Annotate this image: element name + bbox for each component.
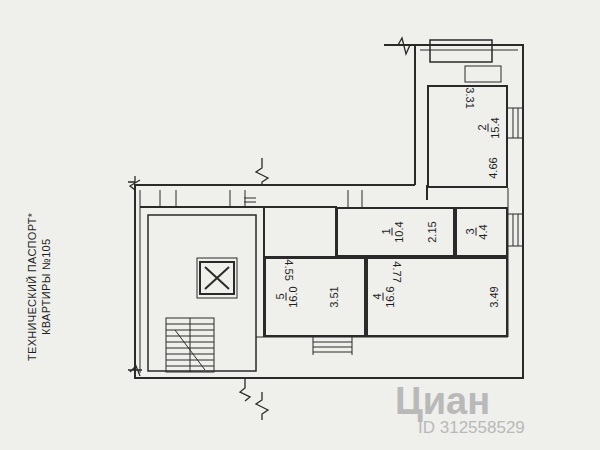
room-number: 2 [475, 124, 488, 132]
room-dimension: 3.51 [328, 286, 340, 307]
room-area: 4.4 [477, 224, 489, 239]
room-box: 215.4 3.31 4.66 [427, 85, 508, 188]
watermark: Циан [395, 380, 490, 423]
room-dimension: 4.55 [283, 259, 295, 280]
room-dimension: 3.49 [488, 286, 500, 307]
room-number: 5 [273, 293, 286, 301]
room-dimension: 2.15 [426, 221, 438, 242]
room-box: 516.0 4.55 3.51 [264, 257, 366, 337]
room-dimension: 4.66 [487, 157, 499, 178]
room-box: 34.4 [455, 207, 508, 257]
room-dimension: 3.31 [464, 87, 476, 108]
room-box: 416.6 4.77 3.49 [366, 257, 508, 337]
room-box: 110.4 2.15 [336, 207, 455, 257]
room-area: 15.4 [489, 117, 501, 138]
room-number: 4 [370, 293, 383, 301]
room-number: 3 [463, 228, 476, 236]
room-area: 10.4 [393, 221, 405, 242]
room-area: 16.6 [384, 286, 396, 307]
room-number: 1 [379, 228, 392, 236]
room-area: 16.0 [287, 286, 299, 307]
watermark: ID 312558529 [418, 418, 525, 438]
plan-title: ТЕХНИЧЕСКИЙ ПАСПОРТ* КВАРТИРЫ №105 [26, 212, 54, 362]
room-dimension: 4.77 [391, 261, 403, 282]
